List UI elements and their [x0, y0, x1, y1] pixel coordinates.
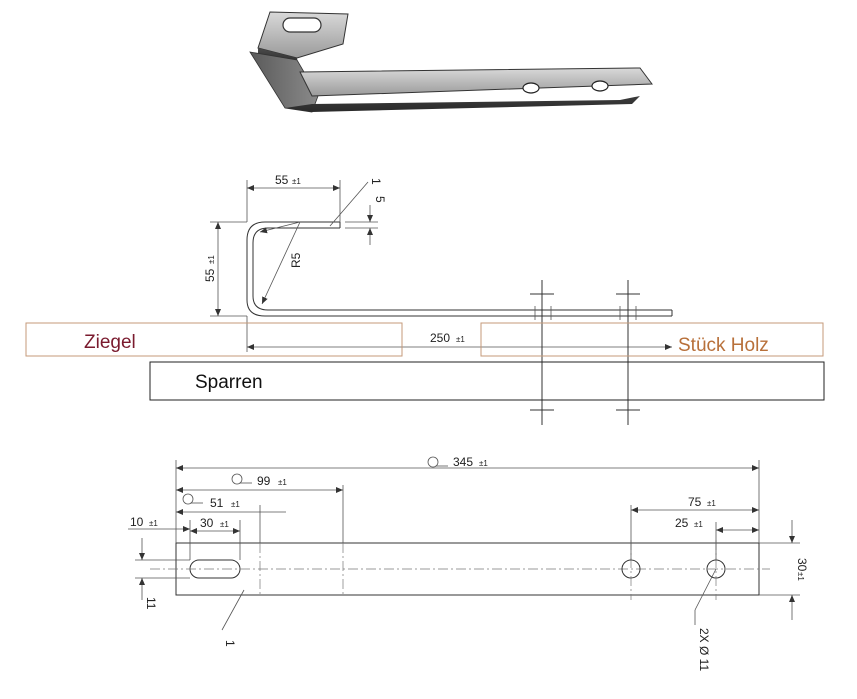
dim-top-tol: ±1 — [292, 177, 301, 186]
dim-99-tol: ±1 — [278, 478, 287, 487]
stueck-holz-label: Stück Holz — [678, 335, 769, 356]
side-view: 55 ±1 1 5 55 ±1 R5 250 ±1 — [203, 173, 673, 425]
dim-51-tol: ±1 — [231, 500, 240, 509]
dim-10-value: 10 — [130, 515, 144, 529]
dim-30-tol: ±1 — [220, 520, 229, 529]
dim-top-value: 55 — [275, 173, 289, 187]
dim-width-value: 30 — [795, 558, 809, 572]
plan-callout-1: 1 — [223, 640, 237, 647]
ziegel-box — [25, 322, 403, 357]
bracket-3d-render — [249, 11, 653, 113]
dim-total-tol: ±1 — [479, 459, 488, 468]
stueck-holz-box — [480, 322, 824, 357]
dim-75-tol: ±1 — [707, 499, 716, 508]
dim-height-value: 55 — [203, 268, 217, 282]
sparren-box — [149, 361, 825, 401]
dim-30-value: 30 — [200, 516, 214, 530]
dim-75-value: 75 — [688, 495, 702, 509]
dim-99-value: 99 — [257, 474, 271, 488]
plan-view: 345 ±1 99 ±1 51 ±1 10 ±1 30 ±1 75 ±1 — [128, 455, 809, 671]
dim-height-tol: ±1 — [207, 255, 216, 264]
dim-length-value: 250 — [430, 331, 450, 345]
dim-width-tol: ±1 — [796, 572, 805, 581]
sparren-label: Sparren — [195, 372, 263, 393]
dim-length-tol: ±1 — [456, 335, 465, 344]
thickness-value: 5 — [373, 196, 387, 203]
radius-value: R5 — [289, 252, 303, 268]
dim-11-value: 11 — [144, 597, 158, 610]
dim-total-value: 345 — [453, 455, 473, 469]
dim-25-value: 25 — [675, 516, 689, 530]
ziegel-label: Ziegel — [84, 332, 136, 353]
material-labels: Ziegel Stück Holz Sparren — [25, 322, 825, 401]
dim-10-tol: ±1 — [149, 519, 158, 528]
holes-callout: 2X Ø 11 — [697, 628, 711, 671]
dim-25-tol: ±1 — [694, 520, 703, 529]
dim-51-value: 51 — [210, 496, 224, 510]
side-callout-1: 1 — [369, 178, 383, 185]
